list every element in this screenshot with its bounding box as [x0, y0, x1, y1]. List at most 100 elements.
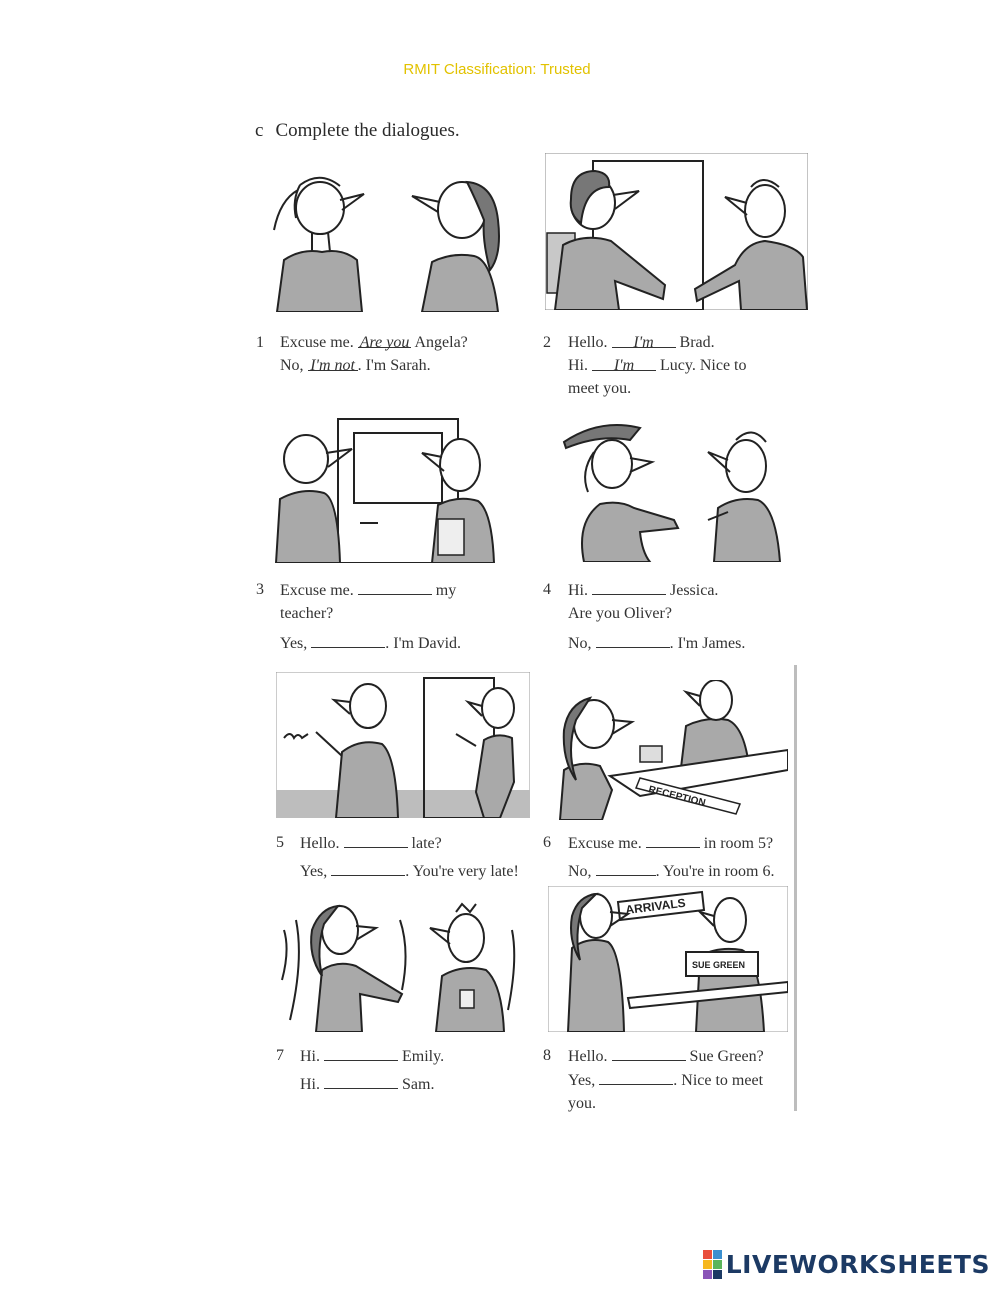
answer-blank[interactable] [324, 1072, 398, 1089]
dialogue-line: Hi. Sam. [300, 1072, 444, 1096]
line-text: No, [568, 635, 596, 652]
dialogue-number: 8 [543, 1047, 551, 1064]
answer-blank[interactable]: I'm [592, 354, 656, 374]
illustration-3 [268, 415, 498, 563]
name-card: SUE GREEN [692, 960, 745, 970]
dialogue-line: Hi. Jessica. [568, 578, 745, 602]
dialogue-line: Hello. late? [300, 831, 519, 855]
answer-blank[interactable] [311, 631, 386, 648]
answer-blank[interactable] [324, 1044, 398, 1061]
illustration-8: ARRIVALS SUE GREEN [548, 886, 788, 1032]
dialogue-4: 4 Hi. Jessica. Are you Oliver? No, . I'm… [543, 578, 793, 653]
dialogue-line: teacher? [280, 605, 334, 622]
dialogue-number: 7 [276, 1047, 284, 1064]
dialogue-2: 2 Hello. I'm Brad. Hi. I'm Lucy. Nice to… [543, 331, 793, 403]
illustration-1 [262, 160, 512, 312]
line-text: Hi. [568, 582, 592, 599]
line-text: . Nice to meet [673, 1072, 764, 1089]
dialogue-line: Are you Oliver? [568, 605, 672, 622]
dialogue-line: Excuse me. in room 5? [568, 831, 774, 855]
dialogue-7: 7 Hi. Emily. Hi. Sam. [276, 1044, 531, 1096]
line-text: . I'm Sarah. [357, 357, 431, 374]
margin-rule [794, 665, 797, 1111]
line-text: late? [407, 835, 442, 852]
line-text: Sam. [398, 1076, 435, 1093]
answer-blank[interactable] [592, 578, 666, 595]
answer-blank[interactable]: Are you [357, 331, 412, 351]
dialogue-line: No, . You're in room 6. [568, 859, 774, 883]
line-text: my [431, 582, 457, 599]
dialogue-number: 5 [276, 834, 284, 851]
line-text: Yes, [280, 635, 312, 652]
dialogue-line: meet you. [568, 380, 632, 397]
dialogue-line: No, I'm not. I'm Sarah. [280, 354, 468, 377]
dialogue-number: 6 [543, 834, 551, 851]
dialogue-8: 8 Hello. Sue Green? Yes, . Nice to meet … [543, 1044, 793, 1116]
dialogue-number: 1 [256, 334, 264, 351]
line-text: Hello. [300, 835, 344, 852]
dialogue-6: 6 Excuse me. in room 5? No, . You're in … [543, 831, 793, 883]
answer-blank[interactable] [611, 1044, 686, 1061]
classification-label: RMIT Classification: Trusted [403, 61, 591, 78]
line-text: Hi. [300, 1076, 324, 1093]
line-text: . You're in room 6. [655, 863, 775, 880]
line-text: Hello. [568, 1048, 612, 1065]
line-text: Excuse me. [280, 582, 358, 599]
dialogue-line: Yes, . Nice to meet [568, 1068, 764, 1092]
line-text: Yes, [300, 863, 332, 880]
line-text: No, [280, 357, 308, 374]
dialogue-number: 3 [256, 581, 264, 598]
dialogue-line: Excuse me. my [280, 578, 461, 602]
logo-blocks-icon [702, 1249, 722, 1279]
line-text: Hi. [568, 357, 592, 374]
logo-text: LIVEWORKSHEETS [725, 1249, 990, 1279]
line-text: No, [568, 863, 596, 880]
answer-blank[interactable]: I'm [611, 331, 676, 351]
dialogue-line: Hello. I'm Brad. [568, 331, 746, 354]
dialogue-line: Excuse me. Are you Angela? [280, 331, 468, 354]
exercise-heading: c Complete the dialogues. [255, 120, 460, 142]
line-text: Emily. [398, 1048, 445, 1065]
answer-blank[interactable]: I'm not [307, 354, 358, 374]
illustration-5 [276, 672, 530, 818]
dialogue-line: No, . I'm James. [568, 631, 745, 655]
liveworksheets-logo: LIVEWORKSHEETS [702, 1249, 990, 1279]
answer-blank[interactable] [599, 1068, 674, 1085]
dialogue-line: Hi. I'm Lucy. Nice to [568, 354, 746, 377]
line-text: . I'm James. [669, 635, 746, 652]
dialogue-line: Hi. Emily. [300, 1044, 444, 1068]
line-text: Brad. [675, 334, 715, 351]
line-text: Sue Green? [685, 1048, 764, 1065]
line-text: Excuse me. [568, 835, 646, 852]
line-text: Jessica. [666, 582, 719, 599]
line-text: Angela? [411, 334, 468, 351]
dialogue-number: 4 [543, 581, 551, 598]
dialogue-line: Hello. Sue Green? [568, 1044, 764, 1068]
answer-blank[interactable] [595, 631, 670, 648]
dialogue-1: 1 Excuse me. Are you Angela? No, I'm not… [256, 331, 526, 381]
line-text: . I'm David. [385, 635, 462, 652]
dialogue-3: 3 Excuse me. my teacher? Yes, . I'm Davi… [256, 578, 526, 653]
dialogue-line: you. [568, 1095, 596, 1112]
exercise-instruction: Complete the dialogues. [275, 120, 460, 141]
dialogue-line: Yes, . You're very late! [300, 859, 519, 883]
illustration-4 [560, 412, 788, 562]
line-text: Yes, [568, 1072, 600, 1089]
answer-blank[interactable] [343, 831, 408, 848]
dialogue-line: Yes, . I'm David. [280, 631, 461, 655]
answer-blank[interactable] [331, 859, 406, 876]
answer-blank[interactable] [645, 831, 700, 848]
line-text: Excuse me. [280, 334, 358, 351]
illustration-2 [545, 153, 808, 310]
line-text: Hi. [300, 1048, 324, 1065]
exercise-letter: c [255, 120, 264, 141]
illustration-6: RECEPTION [550, 680, 788, 820]
answer-blank[interactable] [595, 859, 656, 876]
dialogue-number: 2 [543, 334, 551, 351]
line-text: in room 5? [699, 835, 774, 852]
dialogue-5: 5 Hello. late? Yes, . You're very late! [276, 831, 531, 883]
line-text: Lucy. Nice to [656, 357, 747, 374]
answer-blank[interactable] [357, 578, 432, 595]
line-text: . You're very late! [405, 863, 519, 880]
line-text: Hello. [568, 334, 612, 351]
